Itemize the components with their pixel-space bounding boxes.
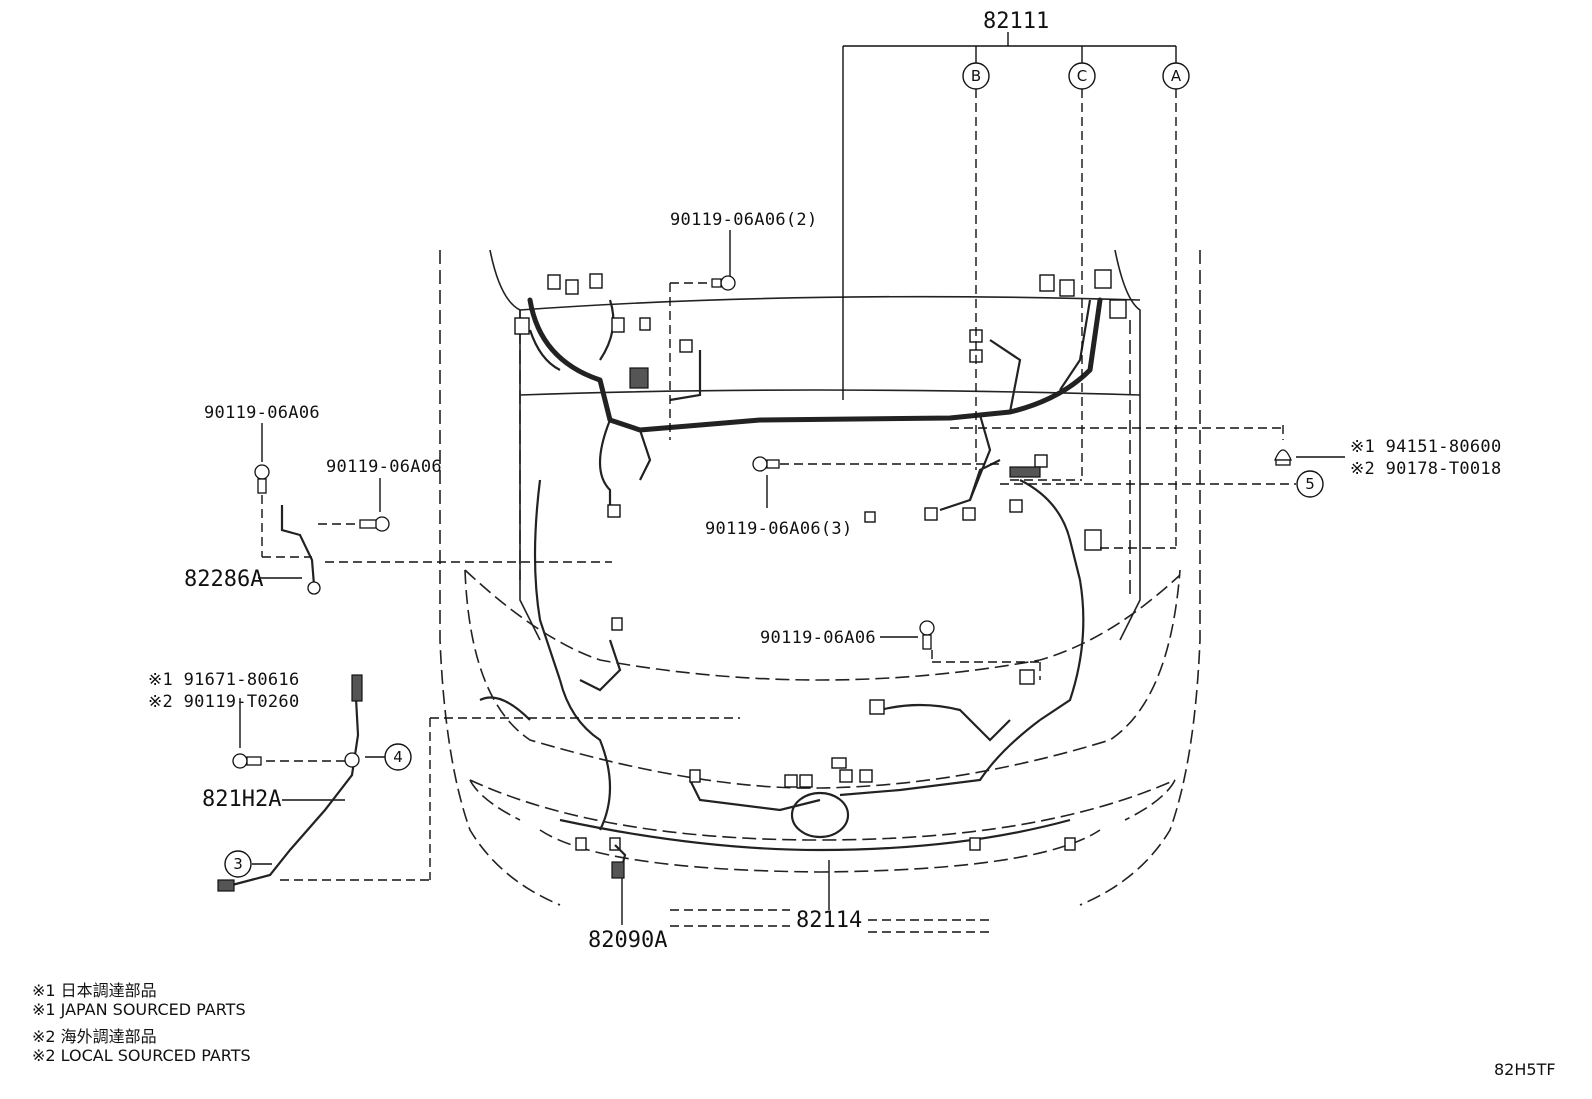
fasteners <box>217 275 1292 892</box>
callout-left-part-2: ※2 90119-T0260 <box>148 692 300 712</box>
bolt-icon <box>711 275 736 291</box>
clip-icon <box>1274 449 1292 466</box>
leader-82111 <box>842 32 1177 549</box>
callout-82090a: 82090A <box>588 928 667 953</box>
letter-marker-b: B <box>962 62 990 90</box>
callout-bolt-top: 90119-06A06(2) <box>670 210 818 230</box>
callout-82286a: 82286A <box>184 567 263 592</box>
footnote-local-jp: ※2 海外調達部品 <box>32 1027 157 1046</box>
letter-marker-a-label: A <box>1171 67 1182 85</box>
bolt-icon <box>232 753 262 769</box>
front-harness-82114 <box>479 639 1071 852</box>
letter-marker-b-label: B <box>971 67 981 85</box>
number-marker-5-label: 5 <box>1305 475 1315 493</box>
number-marker-3-label: 3 <box>233 855 243 873</box>
bolt-icon <box>254 464 270 494</box>
sensor-wire-icon <box>217 674 363 892</box>
letter-marker-c: C <box>1068 62 1096 90</box>
leader-lines <box>239 230 1345 933</box>
bolt-icon <box>752 456 780 472</box>
callout-bolt-left-upper: 90119-06A06 <box>204 403 320 423</box>
callout-82111: 82111 <box>983 9 1049 34</box>
callout-bolt-center: 90119-06A06(3) <box>705 519 853 539</box>
car-body-outline <box>439 249 1201 906</box>
footnote-japan-en: ※1 JAPAN SOURCED PARTS <box>32 1000 246 1019</box>
footnote-local-en: ※2 LOCAL SOURCED PARTS <box>32 1046 251 1065</box>
diagram-code: 82H5TF <box>1494 1060 1556 1079</box>
bracket-icon <box>280 505 321 595</box>
number-marker-3: 3 <box>224 850 252 878</box>
callout-left-part-1: ※1 91671-80616 <box>148 670 300 690</box>
callout-82114: 82114 <box>796 908 862 933</box>
callout-821h2a: 821H2A <box>202 787 281 812</box>
clip-82090a-icon <box>611 844 627 879</box>
number-marker-4: 4 <box>384 743 412 771</box>
footnote-japan-jp: ※1 日本調達部品 <box>32 981 157 1000</box>
callout-bolt-left-mid: 90119-06A06 <box>326 457 442 477</box>
bolt-icon <box>919 620 935 650</box>
number-marker-4-label: 4 <box>393 748 403 766</box>
callout-right-part-1: ※1 94151-80600 <box>1350 437 1502 457</box>
letter-marker-a: A <box>1162 62 1190 90</box>
callout-right-part-2: ※2 90178-T0018 <box>1350 459 1502 479</box>
bolt-icon <box>359 516 390 532</box>
letter-marker-c-label: C <box>1077 67 1087 85</box>
number-marker-5: 5 <box>1296 470 1324 498</box>
connectors <box>514 269 1127 851</box>
callout-bolt-lower-center: 90119-06A06 <box>760 628 876 648</box>
